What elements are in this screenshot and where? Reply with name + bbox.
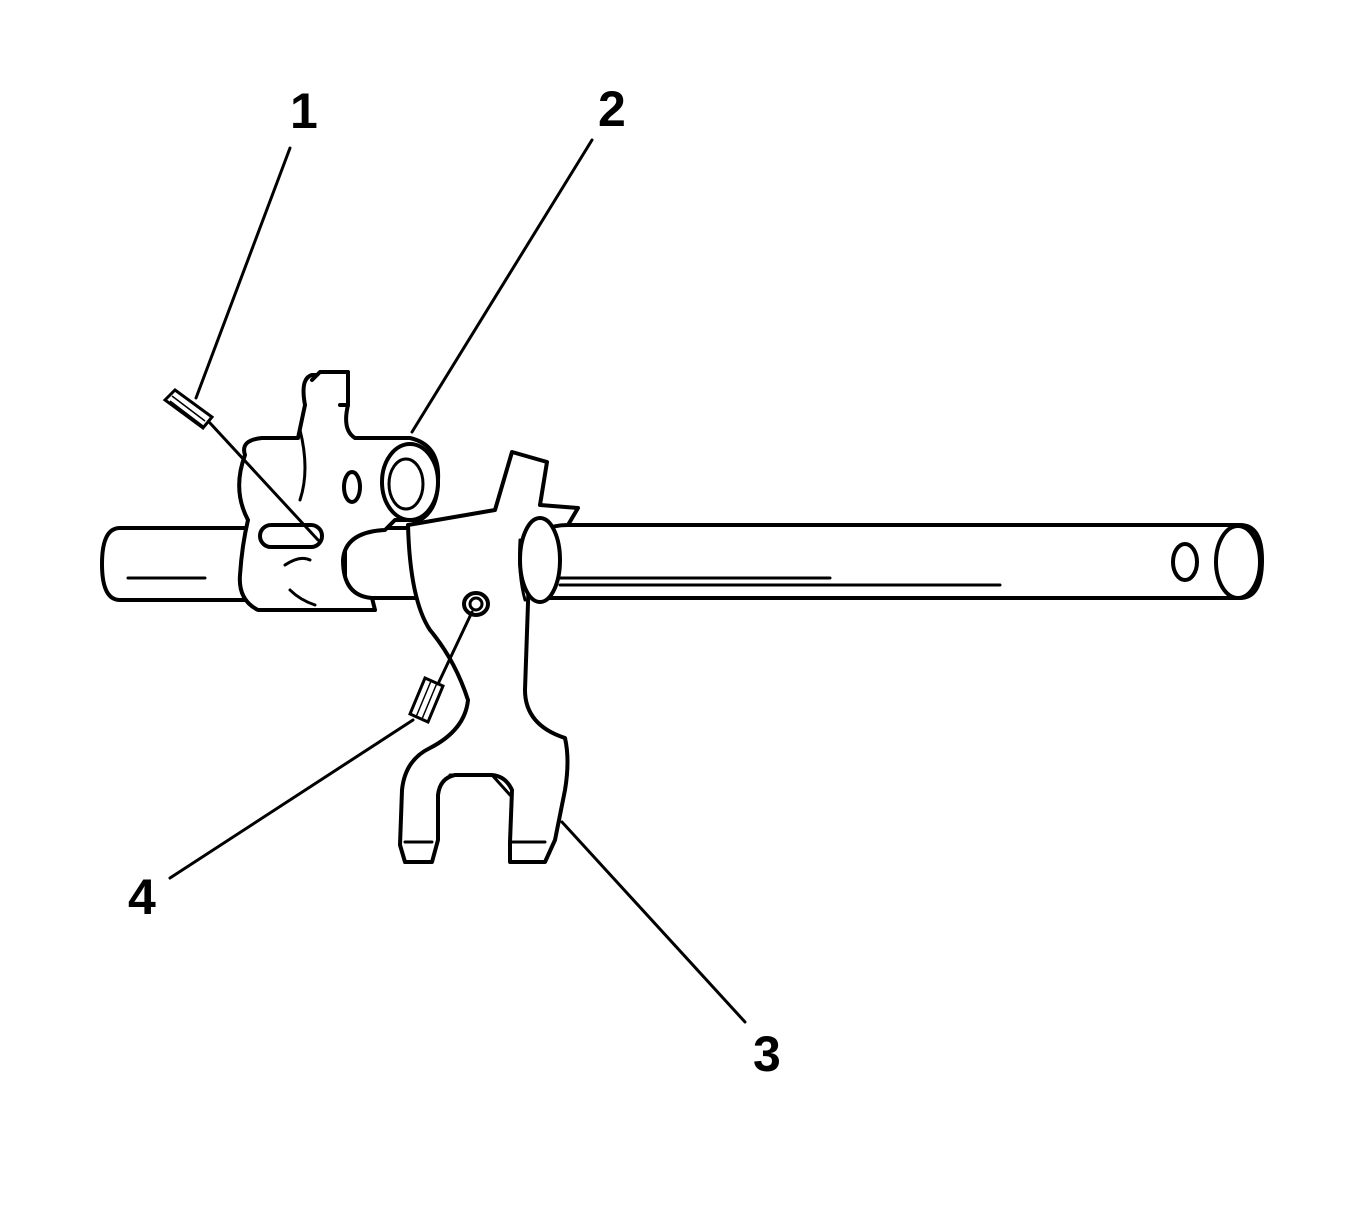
leader-line-3: [560, 820, 747, 1024]
callout-3: 3: [753, 1026, 781, 1082]
shift-rail: [100, 523, 1264, 602]
callout-2: 2: [598, 81, 626, 137]
leader-line-4: [168, 718, 415, 880]
pin-guide-lower: [436, 610, 474, 686]
roll-pin-upper: [162, 388, 215, 431]
shift-fork: [398, 450, 580, 864]
callout-4: 4: [128, 869, 156, 925]
leader-line-2: [410, 138, 594, 434]
selector-block: [237, 370, 441, 612]
leader-line-1: [194, 146, 292, 400]
callout-1: 1: [290, 83, 318, 139]
pin-guide-upper: [208, 421, 320, 542]
